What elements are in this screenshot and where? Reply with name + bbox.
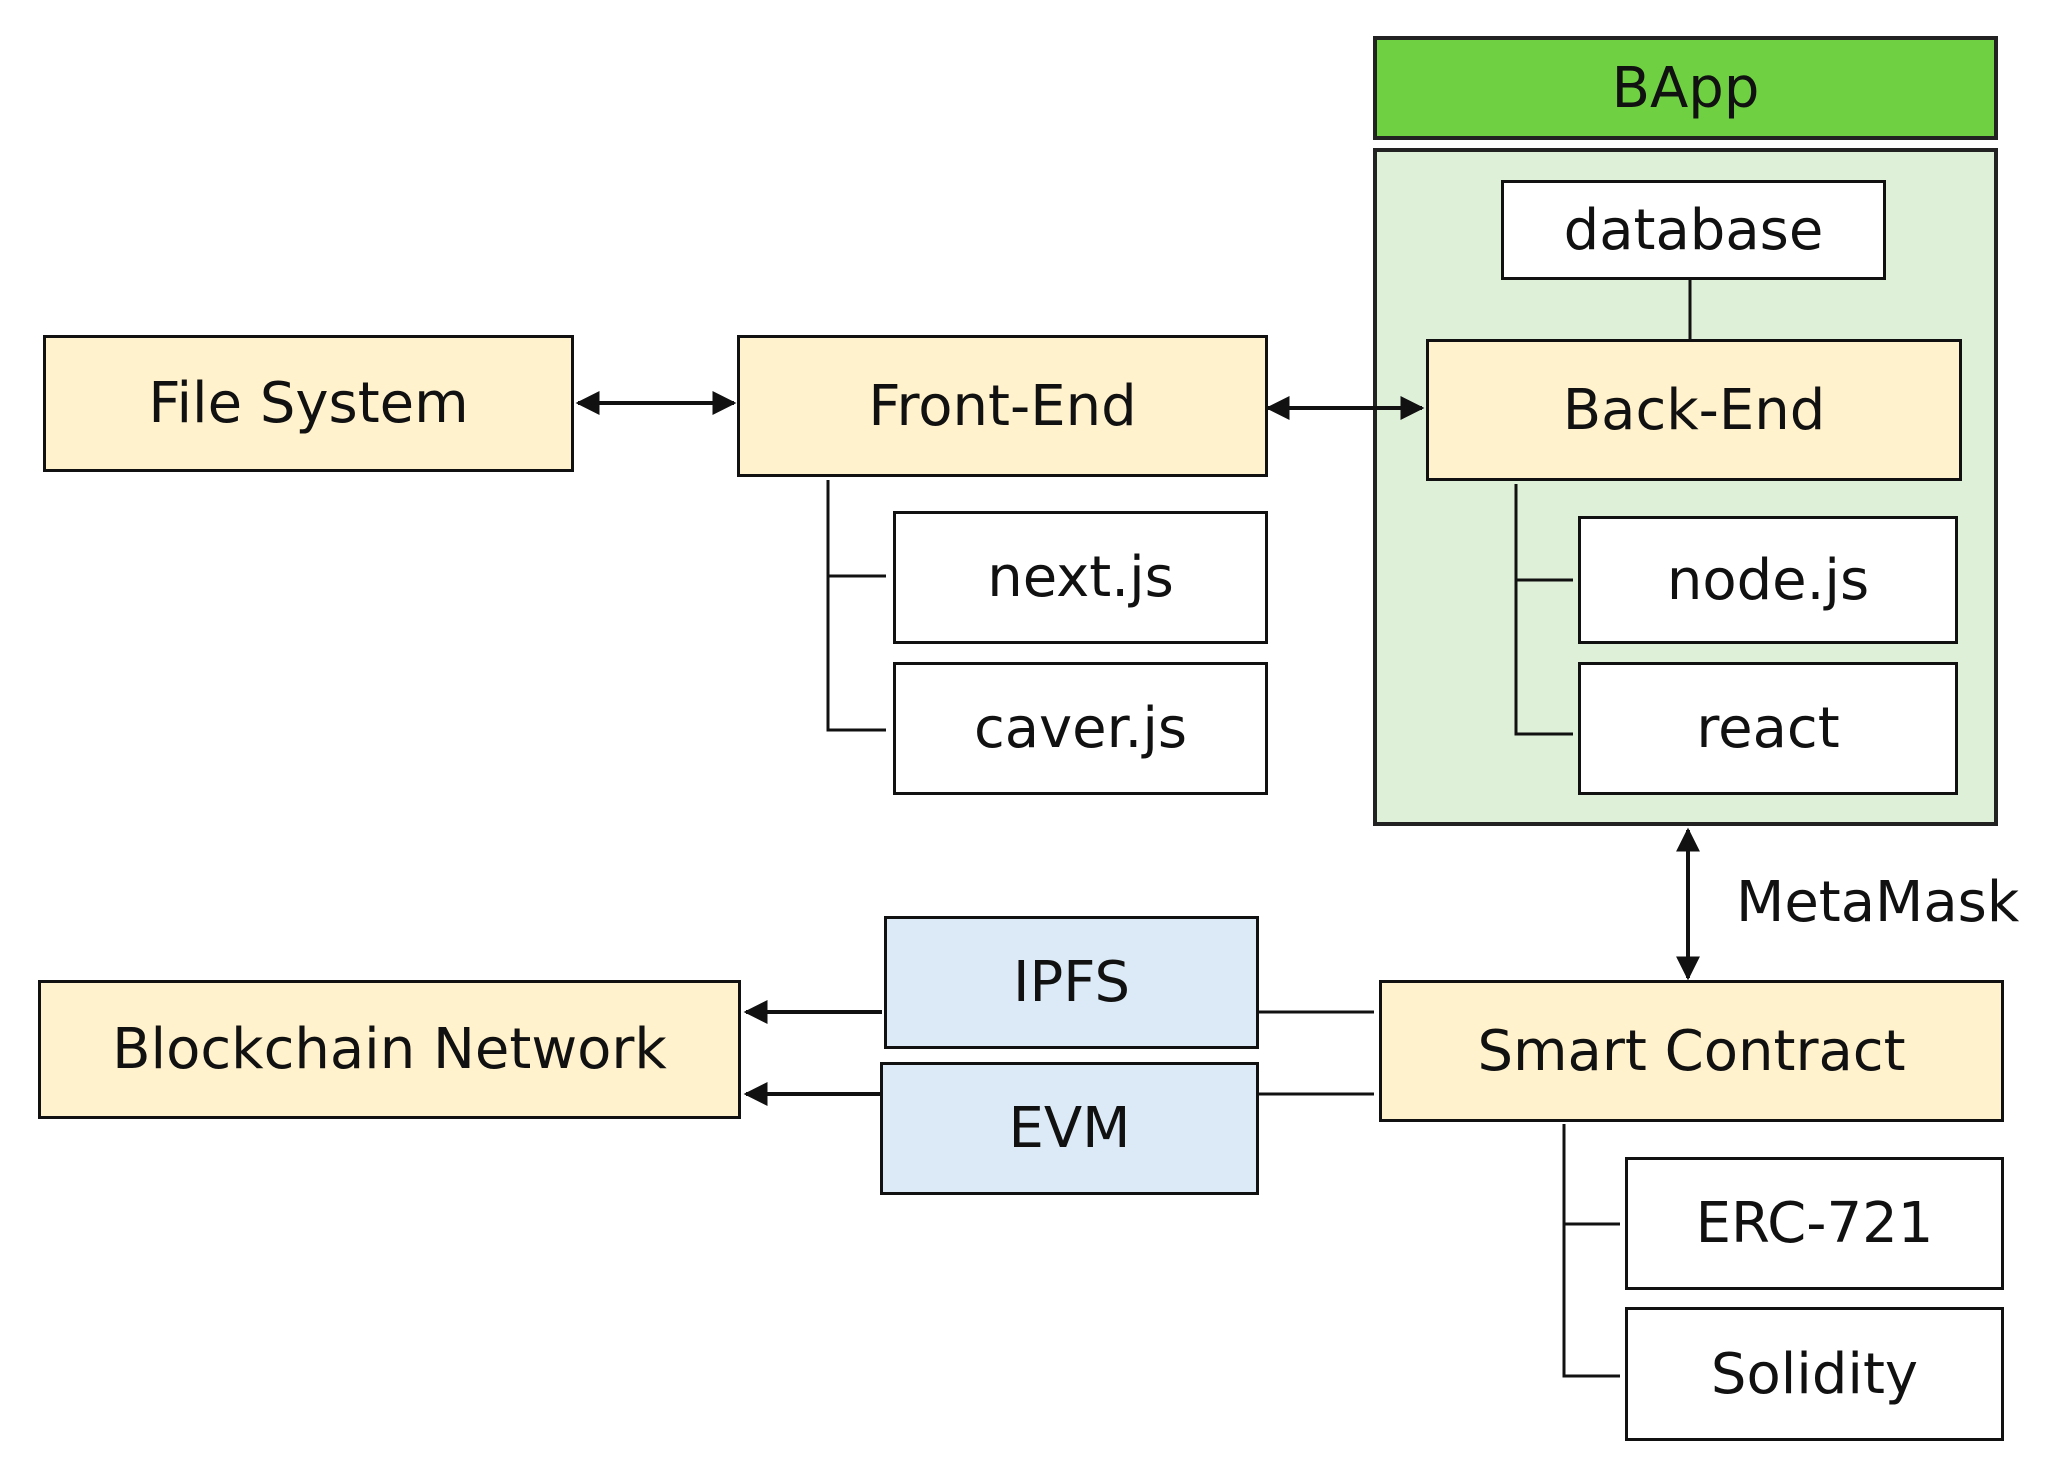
node-react: react <box>1578 662 1958 795</box>
bapp-header: BApp <box>1373 36 1998 140</box>
node-database: database <box>1501 180 1886 280</box>
edge-front-end-tree <box>826 480 886 732</box>
edge-label-metamask: MetaMask <box>1736 870 2020 935</box>
node-evm: EVM <box>880 1062 1259 1195</box>
node-caver-js: caver.js <box>893 662 1268 795</box>
node-smart-contract: Smart Contract <box>1379 980 2004 1122</box>
node-node-js: node.js <box>1578 516 1958 644</box>
edge-smart-contract-tree <box>1562 1124 1620 1378</box>
edge-back-end-tree <box>1514 484 1573 736</box>
node-back-end: Back-End <box>1426 339 1962 481</box>
node-erc-721: ERC-721 <box>1625 1157 2004 1290</box>
node-front-end: Front-End <box>737 335 1268 477</box>
node-next-js: next.js <box>893 511 1268 644</box>
node-file-system: File System <box>43 335 574 472</box>
node-solidity: Solidity <box>1625 1307 2004 1441</box>
node-blockchain-network: Blockchain Network <box>38 980 741 1119</box>
node-ipfs: IPFS <box>884 916 1259 1049</box>
